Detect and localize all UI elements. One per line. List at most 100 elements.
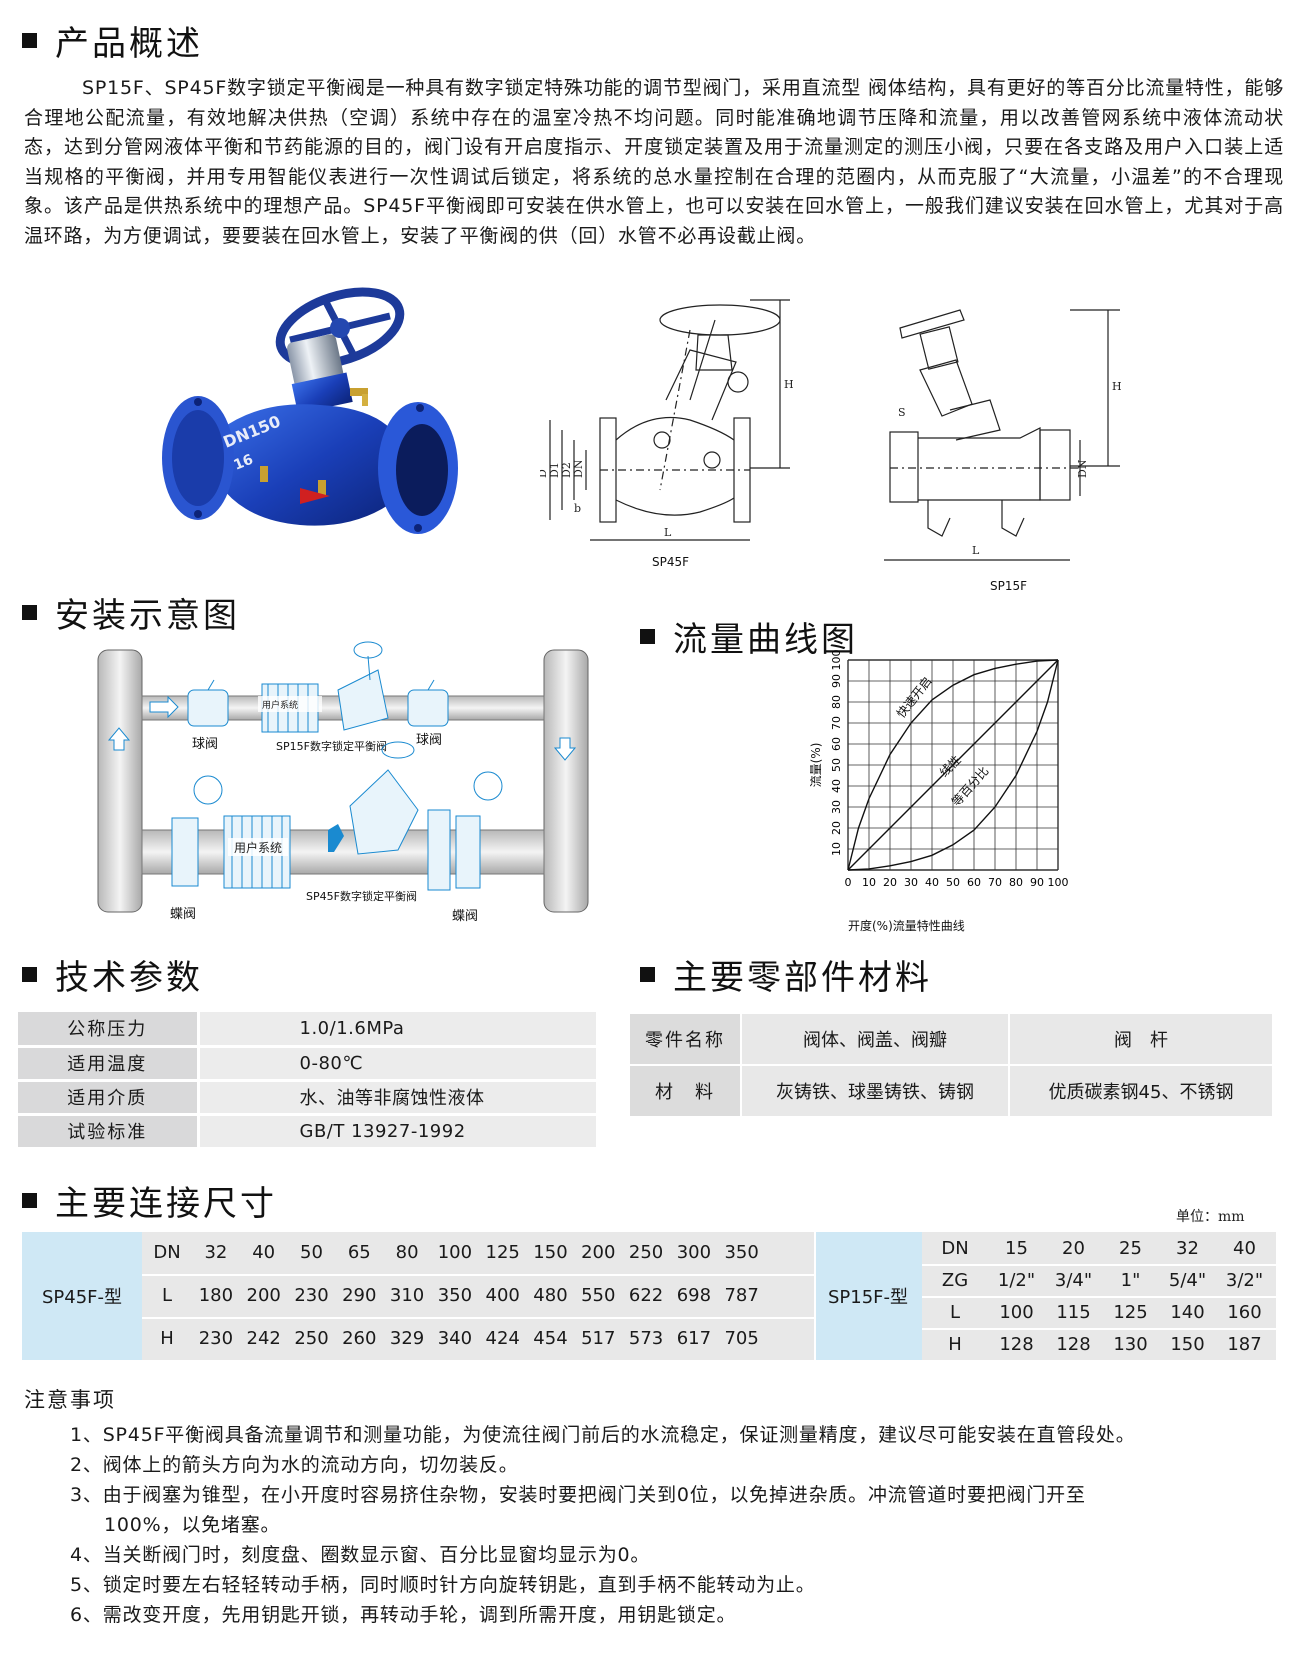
table-cell: 灰铸铁、球墨铸铁、铸钢 xyxy=(740,1064,1010,1118)
label-l: L xyxy=(664,526,672,539)
table-cell: 115 xyxy=(1056,1302,1091,1323)
table-cell: 187 xyxy=(1227,1334,1262,1355)
table-cell: L xyxy=(949,1302,961,1323)
section-title-flow: 流量曲线图 xyxy=(640,612,858,661)
y-tick-label: 80 xyxy=(830,695,843,709)
table-cell: 优质碳素钢45、不锈钢 xyxy=(1008,1064,1274,1118)
table-cell: 15 xyxy=(1005,1238,1028,1259)
table-cell: 适用温度 xyxy=(18,1046,200,1082)
table-cell: 阀 杆 xyxy=(1008,1012,1274,1066)
table-cell: 290 xyxy=(342,1285,377,1306)
bullet-square xyxy=(22,605,37,620)
table-cell: 260 xyxy=(342,1328,377,1349)
table-cell: H xyxy=(160,1328,174,1349)
section-title-dimensions: 主要连接尺寸 xyxy=(22,1176,277,1225)
table-cell: 125 xyxy=(485,1242,520,1263)
series-label: 线性 xyxy=(937,753,964,780)
series-line xyxy=(847,659,1059,871)
table-cell: 0-80℃ xyxy=(198,1046,596,1082)
table-cell: 250 xyxy=(628,1242,664,1263)
user-system-bottom: 用户系统 xyxy=(234,840,282,855)
table-cell: 1/2" xyxy=(997,1270,1036,1291)
y-tick-label: 100 xyxy=(830,650,843,671)
table-cell: 424 xyxy=(485,1328,520,1349)
install-diagram: 用户系统 球阀 SP15F数字锁定平衡阀 球阀 用户系统 蝶阀 SP45F数字锁… xyxy=(97,641,589,924)
x-tick-label: 100 xyxy=(1048,876,1069,889)
sp15f-drawing: H L DN S SP15F xyxy=(884,309,1122,593)
table-cell: 230 xyxy=(198,1328,234,1349)
x-tick-label: 0 xyxy=(845,876,852,889)
table-cell: 150 xyxy=(533,1242,568,1263)
section-title-install: 安装示意图 xyxy=(22,588,240,637)
table-cell: 242 xyxy=(246,1328,281,1349)
table-cell: 617 xyxy=(676,1328,712,1349)
notes-title: 注意事项 xyxy=(24,1388,116,1412)
series-line xyxy=(847,659,1059,871)
y-tick-label: 60 xyxy=(830,737,843,751)
table-row: 适用介质水、油等非腐蚀性液体 xyxy=(18,1080,596,1116)
table-cell: 573 xyxy=(628,1328,664,1349)
note-item: 4、当关断阀门时，刻度盘、圈数显示窗、百分比显窗均显示为0。 xyxy=(70,1544,651,1566)
label-d: D xyxy=(540,469,549,478)
table-cell: 5/4" xyxy=(1168,1270,1207,1291)
table-cell: 1" xyxy=(1120,1270,1141,1291)
table-cell: 300 xyxy=(676,1242,712,1263)
series-line xyxy=(847,659,1059,871)
label-h: H xyxy=(784,378,794,391)
table-cell: 50 xyxy=(300,1242,323,1263)
sp15f-caption: SP15F xyxy=(990,579,1027,593)
table-cell: H xyxy=(948,1334,962,1355)
label-s: S xyxy=(898,406,906,419)
table-cell: 329 xyxy=(389,1328,425,1349)
table-cell: 517 xyxy=(581,1328,616,1349)
table-cell: 1.0/1.6MPa xyxy=(198,1012,596,1048)
y-tick-label: 20 xyxy=(830,821,843,835)
ball-valve-label: 球阀 xyxy=(192,737,218,752)
x-tick-label: 30 xyxy=(904,876,918,889)
table-cell: 622 xyxy=(628,1285,664,1306)
note-item: 3、由于阀塞为锥型，在小开度时容易挤住杂物，安装时要把阀门关到0位，以免掉进杂质… xyxy=(70,1484,1086,1506)
label-l-15: L xyxy=(972,544,980,557)
table-cell: 454 xyxy=(533,1328,568,1349)
table-cell: 80 xyxy=(395,1242,419,1263)
table-cell: 材 料 xyxy=(628,1064,742,1118)
note-item: 5、锁定时要左右轻轻转动手柄，同时顺时针方向旋转钥匙，直到手柄不能转动为止。 xyxy=(70,1574,816,1596)
sp45f-install-label: SP45F数字锁定平衡阀 xyxy=(306,889,417,903)
table-cell: 200 xyxy=(246,1285,281,1306)
table-cell: 705 xyxy=(724,1328,759,1349)
chart-x-label: 开度(%)流量特性曲线 xyxy=(848,918,965,933)
valve-photo: DN150 16 xyxy=(162,287,458,534)
section-title-overview: 产品概述 xyxy=(22,16,203,65)
table-cell: 180 xyxy=(198,1285,234,1306)
table-cell: 32 xyxy=(1176,1238,1199,1259)
table-cell: 200 xyxy=(581,1242,616,1263)
table-cell: 310 xyxy=(389,1285,425,1306)
photo-marking-2: 16 xyxy=(232,452,256,474)
table-cell: 400 xyxy=(485,1285,520,1306)
x-tick-label: 60 xyxy=(967,876,981,889)
label-h-15: H xyxy=(1112,380,1122,393)
user-system-top: 用户系统 xyxy=(262,699,298,711)
sp15f-install-label: SP15F数字锁定平衡阀 xyxy=(276,739,387,753)
x-tick-label: 90 xyxy=(1030,876,1044,889)
table-cell: 480 xyxy=(533,1285,568,1306)
table-cell: 40 xyxy=(252,1242,276,1263)
x-tick-label: 40 xyxy=(925,876,939,889)
note-item: 6、需改变开度，先用钥匙开锁，再转动手轮，调到所需开度，用钥匙锁定。 xyxy=(70,1604,737,1626)
section-title-tech: 技术参数 xyxy=(22,950,203,999)
x-tick-label: 50 xyxy=(946,876,960,889)
flow-right-arrow-icon xyxy=(149,695,179,719)
x-tick-label: 80 xyxy=(1009,876,1023,889)
table-cell: 零件名称 xyxy=(628,1012,742,1066)
label-dn: DN xyxy=(572,459,585,478)
table-cell: 350 xyxy=(724,1242,759,1263)
table-cell: 25 xyxy=(1119,1238,1142,1259)
y-tick-label: 50 xyxy=(830,758,843,772)
table-cell: 水、油等非腐蚀性液体 xyxy=(198,1080,596,1116)
